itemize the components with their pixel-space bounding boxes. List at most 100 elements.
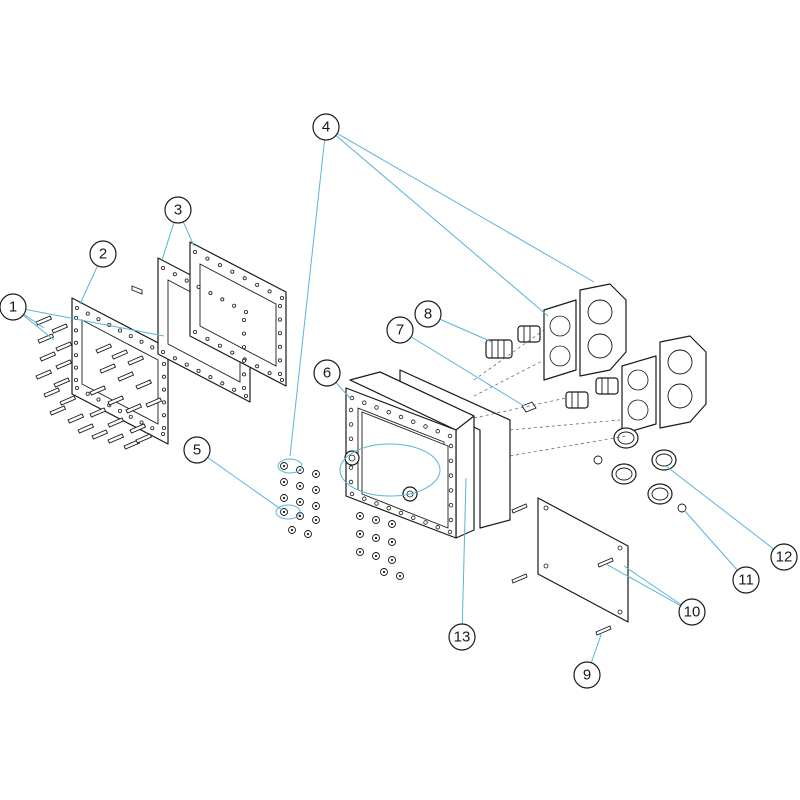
gasket-hole	[192, 249, 197, 254]
nut-core	[374, 518, 378, 522]
cover-plate	[537, 497, 629, 623]
cable-glands	[485, 325, 619, 409]
flange-plate	[71, 297, 169, 445]
flange-hole	[150, 345, 155, 350]
screw	[37, 333, 55, 344]
screw-array	[35, 315, 163, 450]
callout-5-label: 5	[193, 442, 201, 459]
housing-hole	[374, 405, 379, 410]
gasket-hole	[205, 256, 210, 261]
screw	[117, 371, 135, 382]
nut-core	[282, 510, 286, 514]
housing-hole	[411, 419, 416, 424]
flange-hole	[128, 414, 133, 419]
screw	[59, 395, 77, 406]
screw	[129, 423, 147, 434]
nut-core	[282, 496, 286, 500]
callout-9: 9	[573, 661, 601, 689]
plug-inner	[617, 431, 635, 445]
plug-inner	[655, 453, 673, 467]
gasket-hole	[279, 377, 284, 382]
nut-core	[382, 570, 386, 574]
nut-core	[374, 554, 378, 558]
plug-inner	[615, 467, 633, 481]
gasket-hole	[243, 393, 248, 398]
nut-core	[314, 472, 318, 476]
gasket-hole	[277, 344, 282, 349]
flange-hole	[150, 426, 155, 431]
housing-hole	[411, 515, 416, 520]
gasket-hole	[217, 263, 222, 268]
gland-plate-upper	[543, 283, 627, 381]
gland-plate-lower	[621, 335, 707, 435]
nut-core	[358, 532, 362, 536]
flange-hole	[139, 339, 144, 344]
screw	[43, 387, 61, 398]
callout-5: 5	[183, 436, 211, 464]
flange-holes	[74, 305, 166, 436]
flange-hole	[96, 317, 101, 322]
gasket-hole	[243, 309, 248, 314]
nut-core	[358, 514, 362, 518]
screw	[53, 377, 71, 388]
gasket-hole	[241, 385, 246, 390]
gasket-hole	[232, 303, 237, 308]
flange-hole	[74, 328, 79, 333]
gasket-hole	[241, 317, 246, 322]
nut-core	[390, 522, 394, 526]
gasket-hole	[172, 272, 177, 277]
housing-hole	[448, 503, 454, 508]
screw	[55, 359, 73, 370]
housing-hole	[362, 496, 367, 501]
gasket-hole	[160, 349, 165, 354]
housing-hole	[448, 488, 454, 493]
flange-hole	[161, 361, 166, 366]
housing-hole	[447, 433, 453, 439]
nut-core	[314, 504, 318, 508]
flange-hole	[161, 425, 166, 430]
callout-11: 11	[732, 566, 760, 594]
housing-hole	[448, 443, 454, 449]
flange-hole	[161, 387, 166, 392]
nut-core	[390, 558, 394, 562]
screw	[77, 423, 95, 434]
gasket-hole	[208, 291, 213, 296]
housing-hole	[448, 458, 454, 463]
cover-screws	[511, 503, 614, 636]
nut-core	[306, 532, 310, 536]
callout-12-label: 12	[776, 549, 793, 566]
screw	[135, 379, 153, 390]
nut-core	[314, 488, 318, 492]
flange-hole	[118, 408, 123, 413]
callout-8-label: 8	[424, 306, 432, 323]
callout-7: 7	[386, 316, 414, 344]
housing-hole	[423, 424, 428, 429]
callout-10-label: 10	[684, 604, 701, 621]
assembly-lines	[473, 329, 627, 457]
gasket-hole	[217, 343, 222, 348]
flange-hole	[85, 311, 90, 316]
flange-hole	[74, 365, 79, 370]
housing-hole	[386, 506, 391, 511]
nut-washer-set-left	[280, 462, 320, 538]
flange-hole	[74, 353, 79, 358]
housing-hole	[348, 407, 354, 413]
leader-line	[623, 565, 693, 613]
housing-hole	[348, 436, 354, 441]
callout-1: 1	[0, 293, 27, 321]
housing-hole	[435, 525, 440, 530]
flange-hole	[160, 431, 165, 436]
flange-hole	[74, 340, 79, 345]
callout-2: 2	[89, 240, 117, 268]
housing-hole	[374, 501, 379, 506]
screw	[67, 413, 85, 424]
leader-line	[399, 329, 525, 407]
gasket-hole	[230, 269, 235, 274]
callout-7-label: 7	[396, 322, 404, 339]
gasket-holes	[160, 249, 284, 398]
gasket-hole	[220, 297, 225, 302]
gasket-hole	[184, 362, 189, 367]
nut-core	[390, 540, 394, 544]
flange-hole	[75, 305, 80, 310]
